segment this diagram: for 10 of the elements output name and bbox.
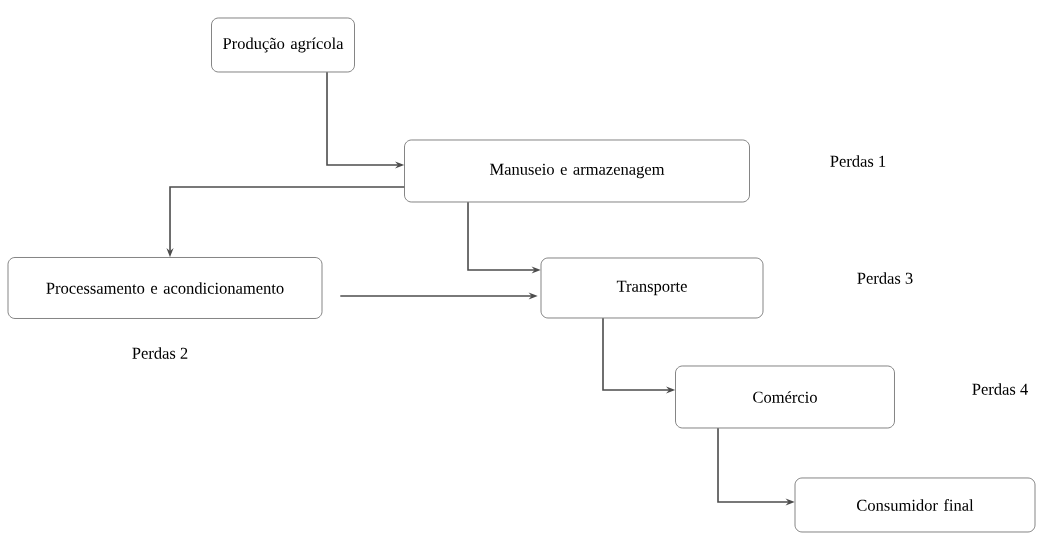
loss-label: Perdas 3 (857, 272, 913, 284)
process-box: Consumidor final (794, 477, 1036, 533)
loss-label: Perdas 1 (830, 155, 886, 167)
process-box: Manuseio e armazenagem (404, 139, 750, 203)
process-box: Produção agrícola (211, 17, 355, 73)
loss-label: Perdas 2 (132, 347, 188, 359)
loss-label: Perdas 4 (972, 383, 1028, 395)
process-box: Transporte (540, 257, 764, 319)
process-box: Comércio (675, 365, 895, 429)
process-box: Processamento e acondicionamento (7, 257, 323, 319)
